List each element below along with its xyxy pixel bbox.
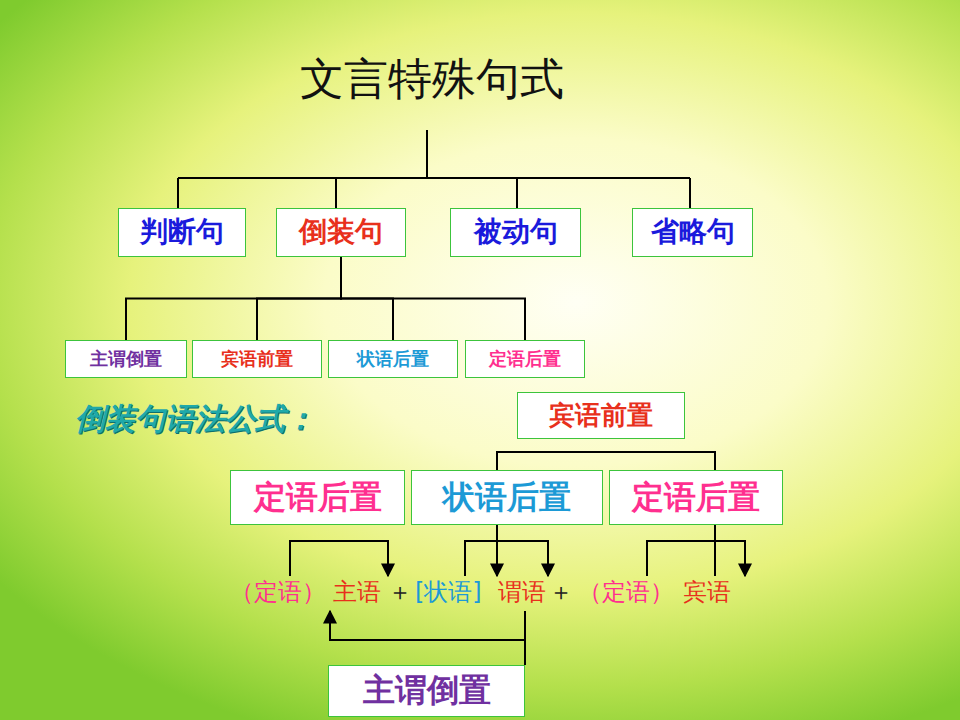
formula-heading: 倒装句语法公式： bbox=[75, 402, 315, 437]
category-box: 被动句 bbox=[450, 208, 581, 257]
formula-part: [状语] bbox=[415, 579, 482, 607]
box-text: 省略句 bbox=[651, 217, 735, 248]
tree-line bbox=[335, 178, 337, 208]
box-text: 状语后置 bbox=[357, 349, 429, 369]
tree-connector bbox=[341, 257, 393, 340]
formula-part: 宾语 bbox=[683, 579, 731, 607]
bracket-arrow bbox=[330, 611, 525, 640]
tree-connector bbox=[341, 257, 525, 340]
formula-tag-box: 定语后置 bbox=[230, 470, 405, 525]
formula-tag-box: 宾语前置 bbox=[517, 392, 685, 439]
box-text: 定语后置 bbox=[489, 349, 561, 369]
box-text: 主谓倒置 bbox=[363, 673, 491, 708]
box-text: 宾语前置 bbox=[221, 349, 293, 369]
bracket-arrow bbox=[647, 541, 745, 576]
box-text: 定语后置 bbox=[632, 480, 760, 515]
formula-tag-box: 主谓倒置 bbox=[328, 665, 525, 717]
subtype-box: 定语后置 bbox=[465, 340, 585, 378]
tree-line bbox=[177, 178, 179, 208]
bracket-arrow bbox=[290, 541, 388, 576]
bracket-arrow bbox=[465, 541, 548, 576]
formula-part: 谓语 bbox=[498, 579, 546, 607]
formula-tag-box: 定语后置 bbox=[609, 470, 783, 525]
tree-line bbox=[689, 178, 691, 208]
box-text: 判断句 bbox=[140, 217, 224, 248]
formula-plus: ＋ bbox=[388, 579, 412, 607]
formula-tag-box: 状语后置 bbox=[411, 470, 603, 525]
subtype-box: 宾语前置 bbox=[192, 340, 322, 378]
box-text: 宾语前置 bbox=[549, 401, 653, 430]
tree-connector bbox=[257, 257, 341, 340]
box-text: 定语后置 bbox=[254, 480, 382, 515]
box-text: 被动句 bbox=[474, 217, 558, 248]
tree-line bbox=[516, 178, 518, 208]
formula-part: 主语 bbox=[333, 579, 381, 607]
formula-part: （定语） bbox=[578, 579, 674, 607]
box-text: 状语后置 bbox=[443, 480, 571, 515]
box-text: 主谓倒置 bbox=[90, 349, 162, 369]
category-box: 省略句 bbox=[632, 208, 753, 257]
diagram-title: 文言特殊句式 bbox=[272, 54, 592, 105]
subtype-box: 状语后置 bbox=[328, 340, 458, 378]
title-tree bbox=[178, 130, 690, 208]
tree-line bbox=[426, 130, 428, 178]
category-box: 判断句 bbox=[118, 208, 246, 257]
subtype-box: 主谓倒置 bbox=[65, 340, 187, 378]
tree-connector bbox=[126, 257, 341, 340]
box-text: 倒装句 bbox=[299, 217, 383, 248]
category-box: 倒装句 bbox=[276, 208, 406, 257]
tree-line bbox=[178, 177, 690, 179]
bracket-line bbox=[524, 640, 526, 665]
formula-plus: ＋ bbox=[549, 579, 573, 607]
formula-part: （定语） bbox=[230, 579, 326, 607]
